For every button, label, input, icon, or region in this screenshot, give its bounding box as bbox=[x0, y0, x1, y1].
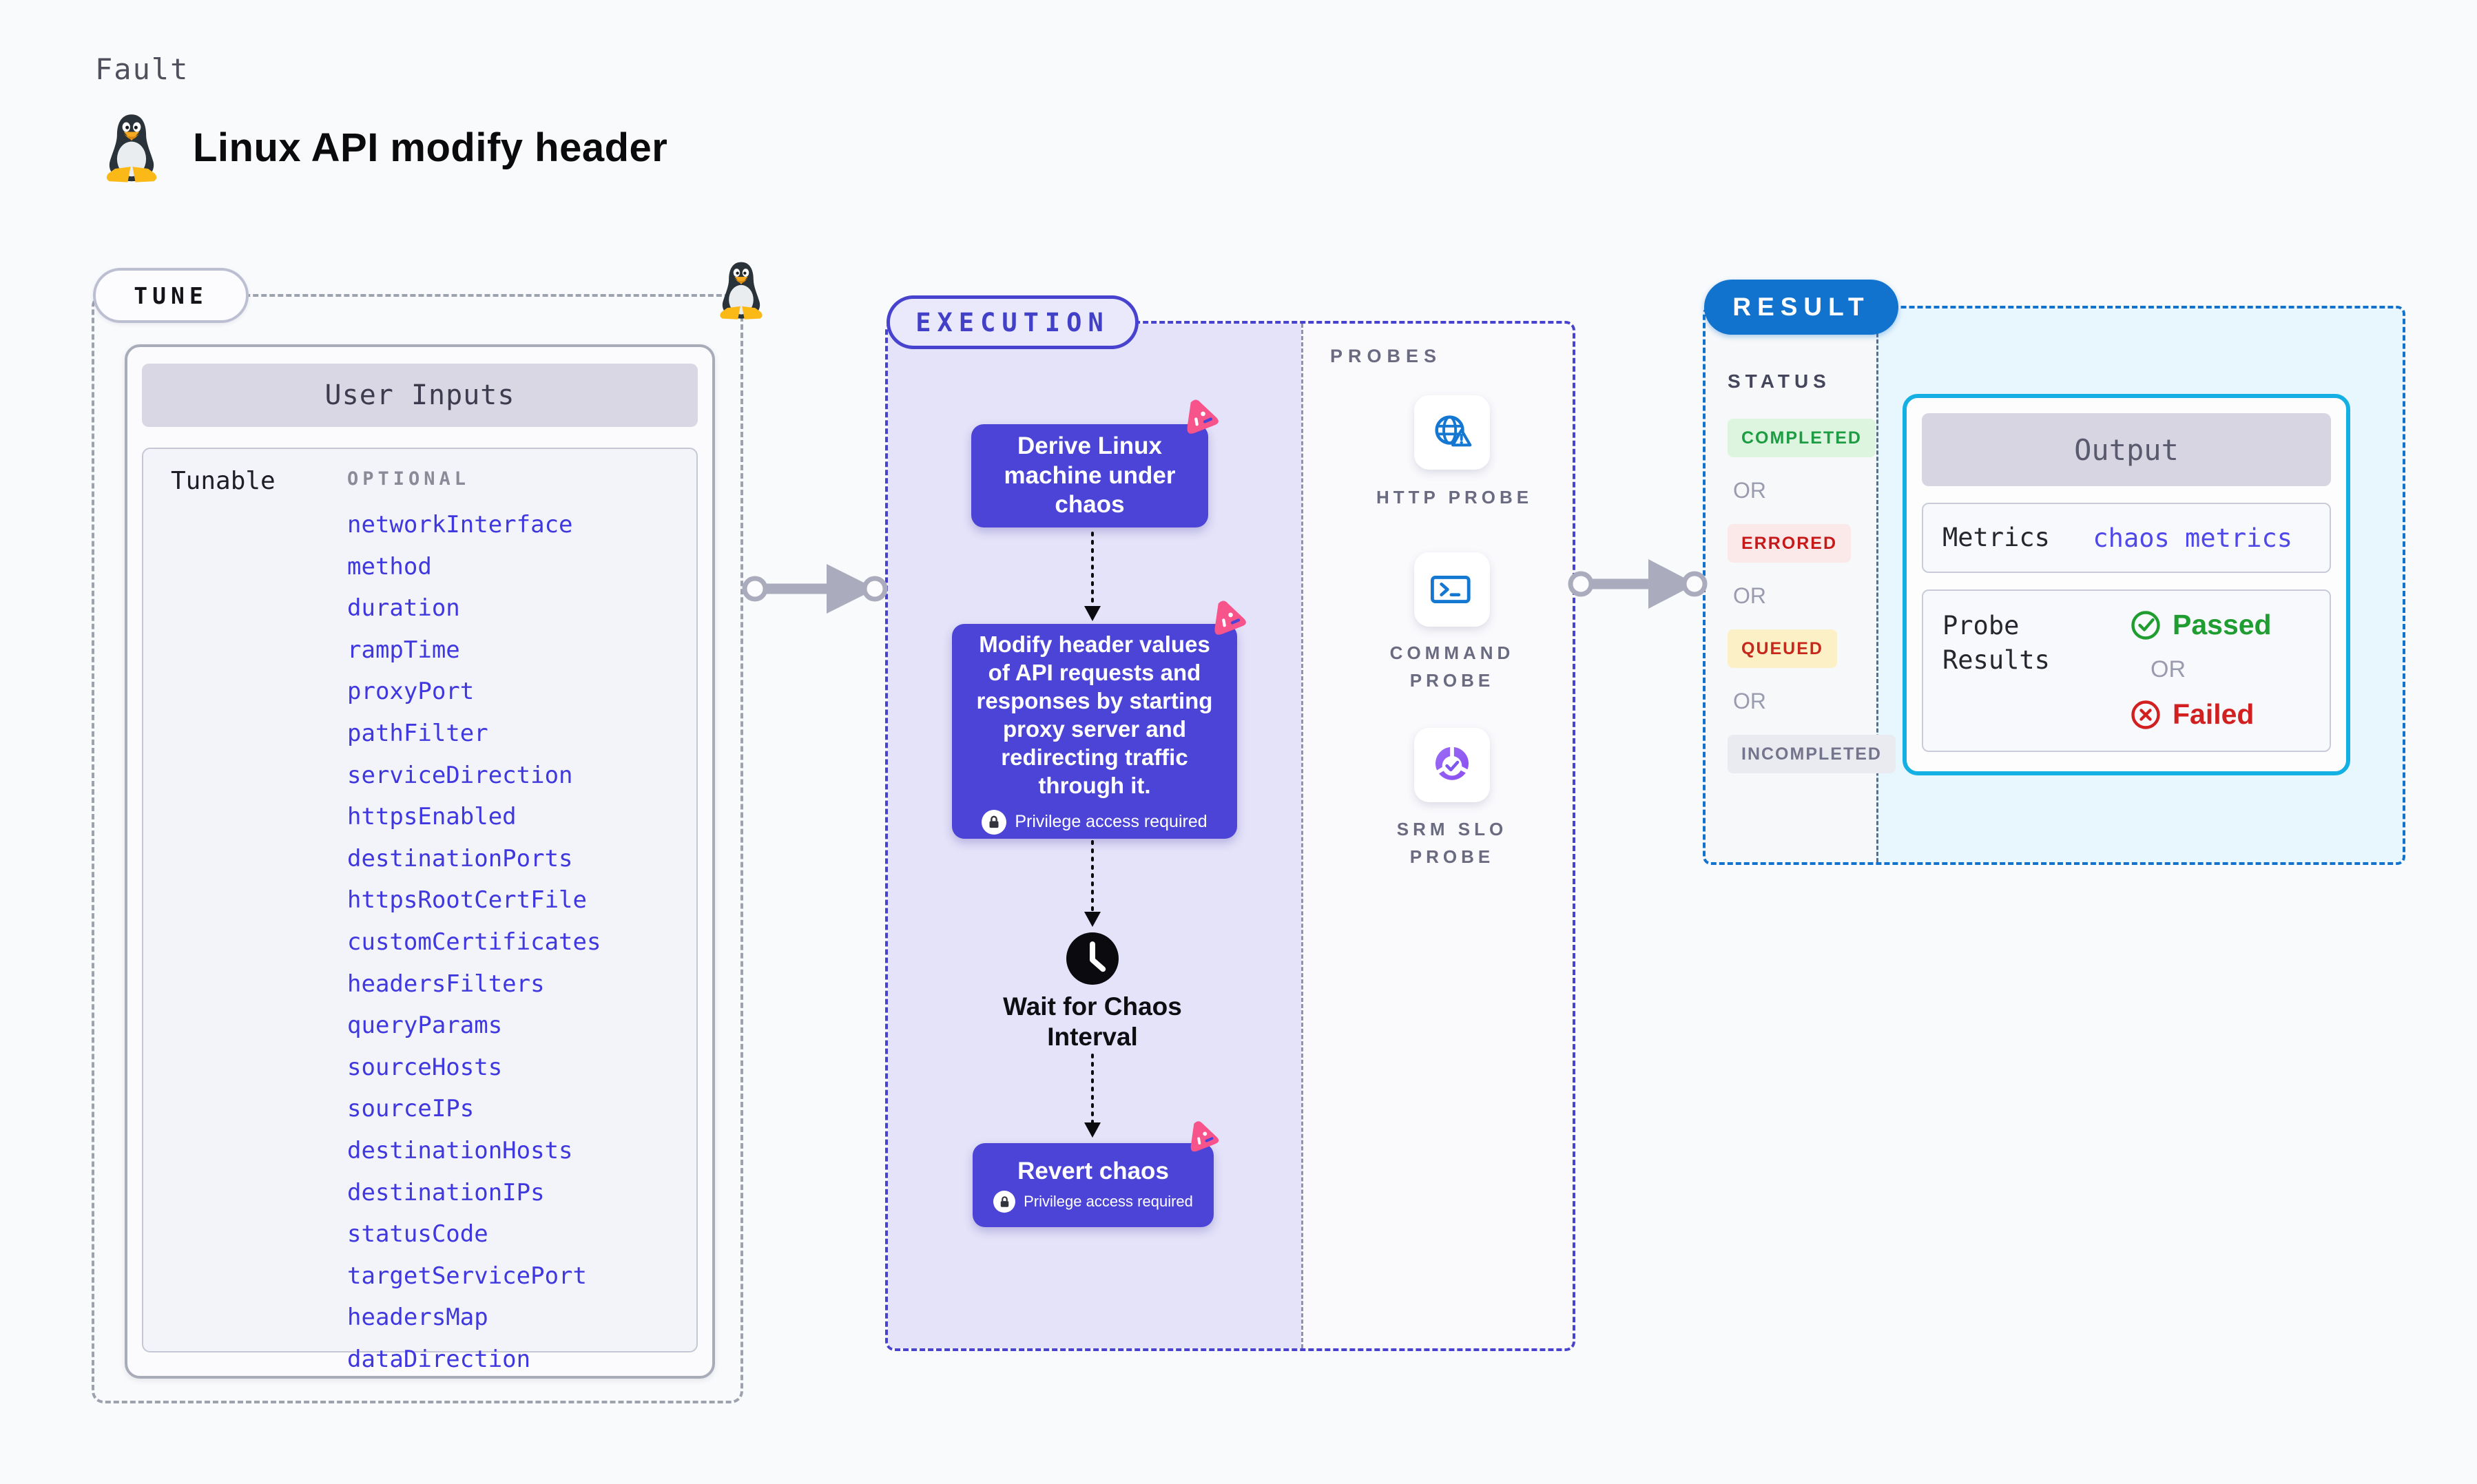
tunable-link[interactable]: dataDirection bbox=[347, 1345, 531, 1373]
inject-chaos-node: Modify header values of API requests and… bbox=[952, 624, 1237, 839]
probes-label: PROBES bbox=[1330, 346, 1442, 366]
inject-chaos-text: Modify header values of API requests and… bbox=[976, 631, 1213, 798]
globe-alert-icon bbox=[1430, 412, 1474, 453]
fault-eyebrow: Fault bbox=[95, 52, 189, 86]
derive-machine-node: Derive Linux machine under chaos bbox=[971, 424, 1208, 527]
tunable-link[interactable]: networkInterface bbox=[347, 511, 573, 539]
revert-chaos-node: Revert chaos Privilege access required bbox=[973, 1143, 1214, 1227]
passed-line: Passed bbox=[2130, 609, 2272, 641]
tunable-link[interactable]: method bbox=[347, 552, 432, 581]
tunable-link[interactable]: serviceDirection bbox=[347, 761, 573, 789]
tune-badge: TUNE bbox=[93, 268, 249, 323]
status-output-divider bbox=[1876, 309, 1878, 862]
lock-icon bbox=[982, 809, 1007, 835]
tux-icon bbox=[715, 258, 767, 322]
tunable-link[interactable]: targetServicePort bbox=[347, 1262, 587, 1290]
status-badge-incompleted: INCOMPLETED bbox=[1728, 735, 1896, 773]
tunable-link[interactable]: customCertificates bbox=[347, 928, 601, 956]
chaos-logo-icon bbox=[1182, 398, 1221, 437]
tunable-row-label: Tunable bbox=[171, 467, 276, 495]
result-badge: RESULT bbox=[1704, 280, 1898, 335]
optional-column-label: OPTIONAL bbox=[347, 468, 470, 490]
privilege-note: Privilege access required bbox=[982, 809, 1208, 835]
tunable-link[interactable]: sourceHosts bbox=[347, 1053, 503, 1081]
tunable-link[interactable]: headersMap bbox=[347, 1304, 488, 1332]
user-inputs-title: User Inputs bbox=[142, 364, 698, 427]
tune-to-execution-arrow bbox=[742, 564, 888, 614]
terminal-icon bbox=[1429, 571, 1475, 608]
wait-interval-label: Wait for Chaos Interval bbox=[1003, 992, 1182, 1051]
tunable-link[interactable]: pathFilter bbox=[347, 719, 488, 747]
or-separator: OR bbox=[1733, 478, 1766, 503]
page-title: Linux API modify header bbox=[193, 125, 668, 170]
status-badge-completed: COMPLETED bbox=[1728, 419, 1876, 457]
revert-chaos-text: Revert chaos bbox=[1017, 1158, 1169, 1184]
or-separator: OR bbox=[1733, 583, 1766, 608]
tunable-link[interactable]: sourceIPs bbox=[347, 1095, 475, 1123]
status-badge-errored: ERRORED bbox=[1728, 524, 1852, 563]
command-probe-label: COMMAND PROBE bbox=[1389, 642, 1515, 691]
srm-slo-probe-label: SRM SLO PROBE bbox=[1396, 819, 1508, 868]
tunable-link[interactable]: destinationPorts bbox=[347, 844, 573, 872]
chaos-logo-icon bbox=[1210, 599, 1248, 638]
tunable-link[interactable]: rampTime bbox=[347, 636, 460, 664]
check-circle-icon bbox=[2130, 609, 2162, 641]
tunable-list: networkInterface method duration rampTim… bbox=[347, 504, 601, 1380]
probe-results-row: Probe Results Passed OR Failed bbox=[1922, 589, 2331, 752]
output-card: Output Metrics chaos metrics Probe Resul… bbox=[1903, 394, 2350, 775]
user-inputs-card: User Inputs Tunable OPTIONAL networkInte… bbox=[125, 344, 715, 1379]
tunable-link[interactable]: httpsEnabled bbox=[347, 803, 517, 831]
status-badge-queued: QUEUED bbox=[1728, 629, 1837, 668]
chaos-logo-icon bbox=[1186, 1120, 1221, 1154]
http-probe-label: HTTP PROBE bbox=[1376, 487, 1533, 508]
metrics-label: Metrics bbox=[1942, 523, 2050, 553]
tune-section-box bbox=[92, 294, 743, 1403]
failed-line: Failed bbox=[2130, 698, 2272, 731]
execution-badge: EXECUTION bbox=[887, 295, 1139, 349]
probes-to-result-arrow bbox=[1568, 559, 1708, 609]
slo-donut-icon bbox=[1430, 743, 1474, 787]
tunable-link[interactable]: proxyPort bbox=[347, 678, 475, 706]
probe-results-label: Probe Results bbox=[1942, 611, 2050, 675]
output-title: Output bbox=[1922, 413, 2331, 486]
command-probe-card bbox=[1414, 552, 1490, 627]
tunable-link[interactable]: statusCode bbox=[347, 1220, 488, 1248]
derive-machine-text: Derive Linux machine under chaos bbox=[1004, 432, 1176, 519]
x-circle-icon bbox=[2130, 699, 2162, 731]
or-separator: OR bbox=[2150, 656, 2186, 682]
srm-slo-probe-card bbox=[1414, 728, 1490, 802]
tunable-link[interactable]: headersFilters bbox=[347, 970, 545, 998]
http-probe-card bbox=[1414, 395, 1490, 470]
clock-icon bbox=[1066, 932, 1119, 985]
tunable-link[interactable]: destinationIPs bbox=[347, 1178, 545, 1206]
tunables-table: Tunable OPTIONAL networkInterface method… bbox=[142, 448, 698, 1373]
execution-probes-divider bbox=[1301, 324, 1303, 1348]
lock-icon bbox=[993, 1191, 1016, 1213]
probe-results-values: Passed OR Failed bbox=[2130, 609, 2272, 731]
or-separator: OR bbox=[1733, 689, 1766, 713]
tux-icon bbox=[101, 110, 163, 185]
metrics-row: Metrics chaos metrics bbox=[1922, 503, 2331, 573]
tunable-link[interactable]: httpsRootCertFile bbox=[347, 886, 587, 915]
tunable-link[interactable]: duration bbox=[347, 594, 460, 623]
tunable-link[interactable]: destinationHosts bbox=[347, 1136, 573, 1164]
tunable-link[interactable]: queryParams bbox=[347, 1012, 503, 1040]
status-list: COMPLETED OR ERRORED OR QUEUED OR INCOMP… bbox=[1728, 419, 1896, 773]
chaos-metrics-link[interactable]: chaos metrics bbox=[2093, 523, 2292, 553]
title-row: Linux API modify header bbox=[101, 110, 667, 185]
privilege-note: Privilege access required bbox=[993, 1191, 1193, 1213]
status-label: STATUS bbox=[1728, 370, 1831, 392]
